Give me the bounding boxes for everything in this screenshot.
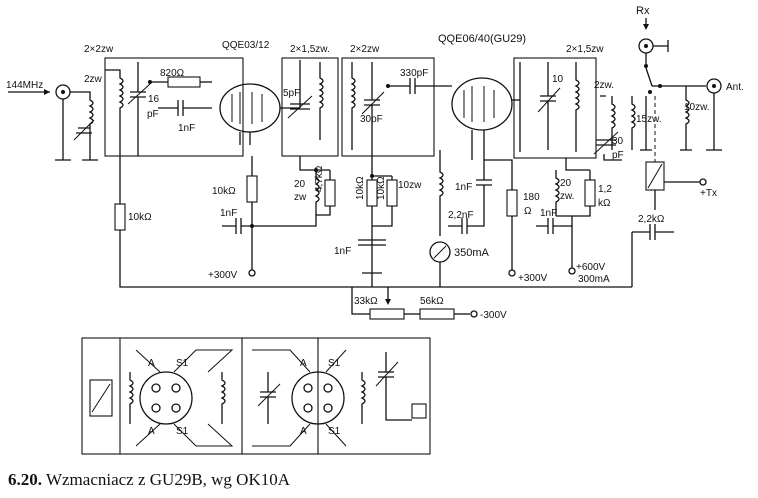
r47-label: 4,7kΩ	[314, 165, 325, 192]
pin-s1-2: S1	[176, 426, 189, 437]
l2-label: 2×1,5zw.	[290, 44, 330, 55]
plate-circuit-box	[513, 57, 597, 159]
r10k-b-resistor	[246, 175, 258, 203]
c16-pf: pF	[147, 109, 159, 120]
c16-label: 16	[148, 94, 160, 105]
r10k-b-label: 10kΩ	[212, 186, 236, 197]
grid-circuit-1-box	[104, 57, 244, 157]
tube2-label: QQE06/40(GU29)	[438, 33, 526, 45]
tube1-label: QQE03/12	[222, 40, 270, 51]
pin-s1-4: S1	[328, 426, 341, 437]
vneg-label: -300V	[480, 310, 507, 321]
c22n-label: 2,2nF	[448, 210, 474, 221]
figure-number: 6.20.	[8, 470, 42, 489]
v300b-label: +300V	[518, 273, 548, 284]
l20-label: 20	[294, 179, 306, 190]
l20b-zw: zw.	[560, 191, 574, 202]
c5-label: 5pF	[283, 88, 300, 99]
i300-label: 300mA	[578, 274, 610, 285]
v300a-label: +300V	[208, 270, 238, 281]
c30b-pf: pF	[612, 150, 624, 161]
rx-label: Rx	[636, 5, 650, 17]
pin-a-3: A	[300, 358, 307, 369]
c30-label: 30pF	[360, 114, 383, 125]
r56k-resistor	[419, 308, 455, 320]
l20-zw: zw	[294, 192, 307, 203]
input-label: 144MHz	[6, 80, 43, 91]
l4-label: 2×1,5zw	[566, 44, 604, 55]
c30b-label: 30	[612, 136, 624, 147]
grid-circuit-3-box	[341, 57, 435, 157]
figure-caption-text: Wzmacniacz z GU29B, wg OK10A	[45, 470, 291, 489]
tx-label: +Tx	[700, 188, 717, 199]
layout-socket-1	[139, 371, 193, 425]
tube2	[451, 77, 513, 131]
c1nf-c-label: 1nF	[334, 246, 351, 257]
r10k-a-resistor	[114, 203, 126, 231]
r10k-d-label: 10kΩ	[376, 176, 387, 200]
c22k-label: 2,2kΩ	[638, 214, 665, 225]
r10k-a-label: 10kΩ	[128, 212, 152, 223]
l15-label: 15zw.	[636, 114, 662, 125]
c330-label: 330pF	[400, 68, 428, 79]
layout-cap-left	[89, 379, 113, 417]
l10zw-label: 10zw.	[684, 102, 710, 113]
c10-label: 10	[552, 74, 564, 85]
tube1	[219, 83, 281, 133]
meter-label: 350mA	[454, 247, 490, 259]
l1-label: 2×2zw	[84, 44, 114, 55]
r12-label: 1,2	[598, 184, 612, 195]
c1nf-a-label: 1nF	[178, 123, 195, 134]
pin-a-1: A	[148, 358, 155, 369]
layout-socket-2	[291, 371, 345, 425]
r180-ohm: Ω	[524, 206, 532, 217]
r180-label: 180	[523, 192, 540, 203]
ant-label: Ant.	[726, 82, 744, 93]
layout-box	[81, 337, 431, 455]
r12-kohm: kΩ	[598, 198, 611, 209]
r10k-c-label: 10kΩ	[355, 176, 366, 200]
c1nf-b-label: 1nF	[220, 208, 237, 219]
v600-label: +600V	[576, 262, 606, 273]
l10-label: 10zw	[398, 180, 422, 191]
c1nf-e-label: 1nF	[540, 208, 557, 219]
grid-circuit-2-box	[281, 57, 339, 157]
r47-resistor	[324, 179, 336, 207]
r820-label: 820Ω	[160, 68, 185, 79]
r180-resistor	[506, 189, 518, 217]
layout-relay	[411, 403, 427, 419]
r33k-label: 33kΩ	[354, 296, 378, 307]
r10k-d-resistor	[386, 179, 398, 207]
r33k-resistor	[369, 308, 405, 320]
l3-label: 2×2zw	[350, 44, 380, 55]
r12-resistor	[584, 179, 596, 207]
l2zw-label: 2zw.	[594, 80, 614, 91]
figure-caption: 6.20. Wzmacniacz z GU29B, wg OK10A	[8, 470, 290, 490]
l20b-label: 20	[560, 178, 572, 189]
r56k-label: 56kΩ	[420, 296, 444, 307]
c1nf-d-label: 1nF	[455, 182, 472, 193]
l1b-label: 2zw	[84, 74, 103, 85]
